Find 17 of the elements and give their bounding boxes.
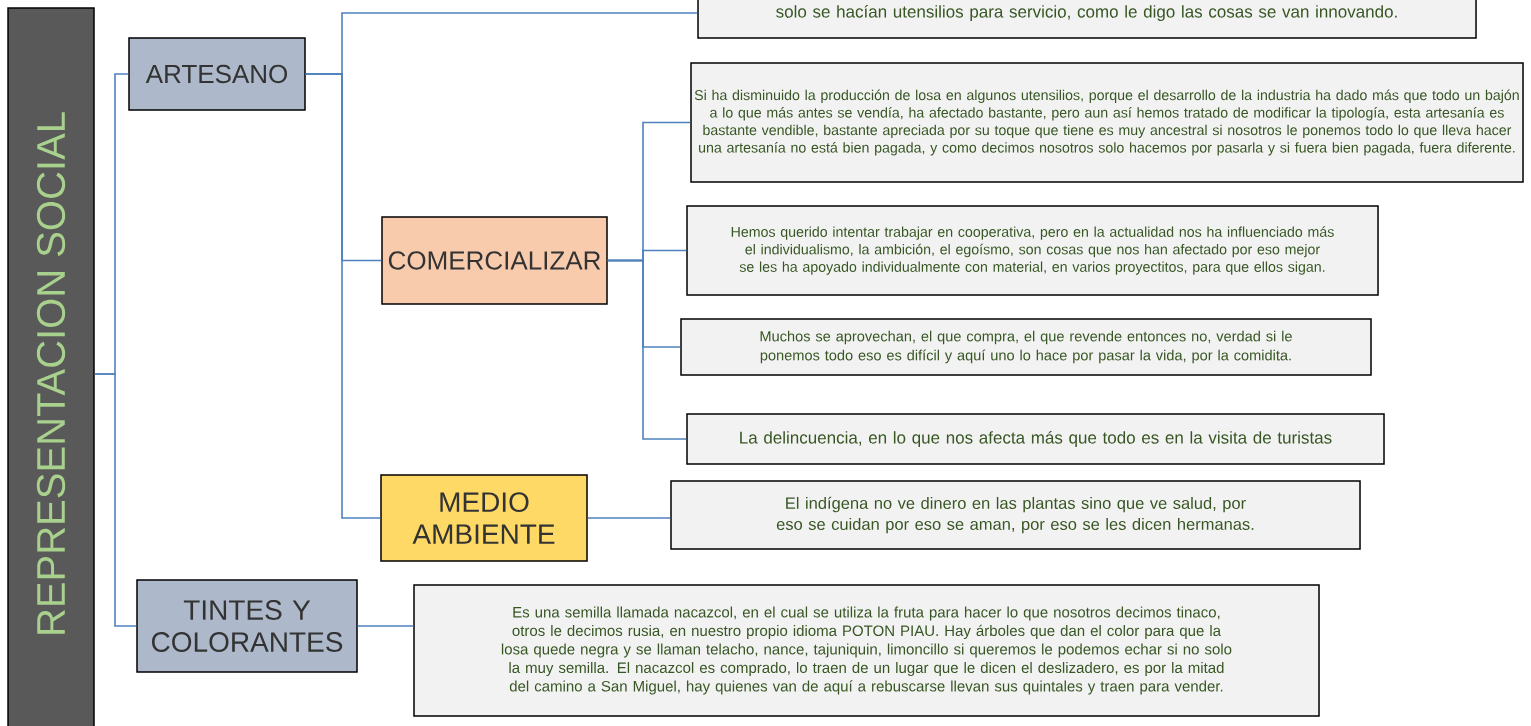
connector-line: [304, 73, 382, 519]
quote-box: El indígena no ve dinero en las plantas sino que ve salud, por eso se cuidan por eso se aman, por eso se les dicen hermanas.: [670, 480, 1361, 550]
title-bar: REPRESENTACION SOCIAL: [7, 7, 95, 726]
quote-box: Hemos querido intentar trabajar en cooperativa, pero en la actualidad nos ha influenciado más el individualismo, la ambición, el egoísmo, son cosas que nos han afectado por eso mejor se les ha apoyado individualmente con material, en varios proyectitos, para que ellos sigan.: [686, 205, 1379, 296]
quote-box: Si ha disminuido la producción de losa en algunos utensilios, porque el desarrollo de la industria ha dado más que todo un bajón a lo que más antes se vendía, ha afectado bastante, pero aun así hemos tratado de modificar la tipología, esta artesanía es bastante vendible, bastante apreciada por su toque que tiene es muy ancestral si nosotros le ponemos todo lo que lleva hacer una artesanía no está bien pagada, y como decimos nosotros solo hacemos por pasarla y si fuera bien pagada, fuera diferente.: [690, 62, 1524, 183]
quote-box: La delincuencia, en lo que nos afecta más que todo es en la visita de turistas: [686, 413, 1385, 465]
category-box: TINTES Y COLORANTES: [136, 579, 358, 673]
quote-box: Muchos se aprovechan, el que compra, el que revende entonces no, verdad si le ponemos todo eso es difícil y aquí uno lo hace por pasar la vida, por la comidita.: [680, 318, 1372, 376]
connector-line: [356, 625, 415, 627]
connector-line: [93, 373, 138, 627]
connector-line: [606, 259, 688, 440]
topic-box: MEDIO AMBIENTE: [380, 474, 588, 562]
quote-box: solo se hacían utensilios para servicio, como le digo las cosas se van innovando.: [697, 0, 1477, 39]
connector-line: [586, 517, 672, 519]
topic-box: COMERCIALIZAR: [381, 216, 608, 305]
quote-box: Es una semilla llamada nacazcol, en el cual se utiliza la fruta para hacer lo que nosotros decimos tinaco, otros le decimos rusia, en nuestro propio idioma POTON PIAU. Hay árboles que dan el color para que la losa quede negra y se llaman telacho, nance, tajuniquin, limoncillo si queremos le podemos echar si no solo la muy semilla. El nacazcol es comprado, lo traen de un lugar que le dicen el deslizadero, es por la mitad del camino a San Miguel, hay quienes van de aquí a rebuscarse llevan sus quintales y traen para vender.: [413, 584, 1320, 717]
category-box: ARTESANO: [128, 37, 306, 111]
